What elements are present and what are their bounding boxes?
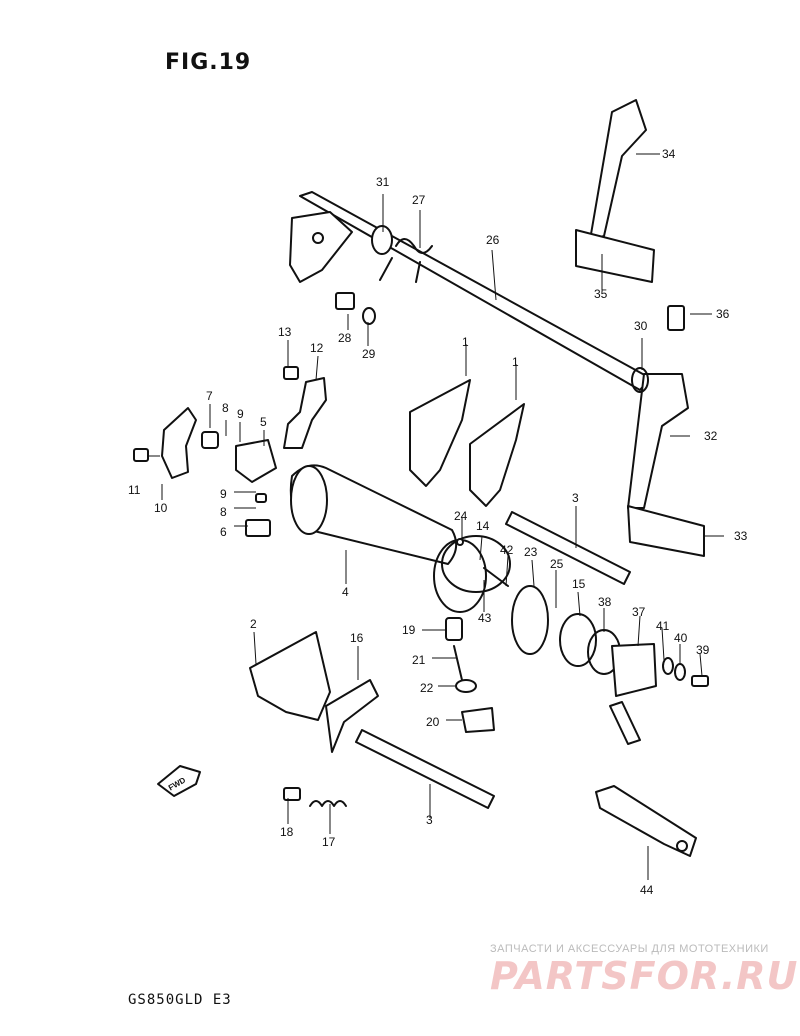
callout-11: 11 xyxy=(128,483,141,497)
callout-7: 7 xyxy=(206,389,213,403)
bolt-18 xyxy=(283,787,301,801)
callout-26: 26 xyxy=(486,233,500,247)
cover-23 xyxy=(511,585,549,655)
pedal-33 xyxy=(627,505,705,557)
callout-32: 32 xyxy=(704,429,718,443)
callout-35: 35 xyxy=(594,287,608,301)
watermark-subtitle: ЗАПЧАСТИ И АКСЕССУАРЫ ДЛЯ МОТОТЕХНИКИ xyxy=(490,943,769,955)
callout-36: 36 xyxy=(716,307,730,321)
drum-plate xyxy=(325,679,379,753)
callout-4: 4 xyxy=(342,585,349,599)
callout-3a: 3 xyxy=(572,491,579,505)
callout-25: 25 xyxy=(550,557,564,571)
neutral-switch xyxy=(445,617,463,641)
lever-32 xyxy=(627,373,689,509)
callout-8a: 8 xyxy=(222,401,229,415)
pedal-35 xyxy=(575,229,655,283)
callout-23: 23 xyxy=(524,545,538,559)
callout-14: 14 xyxy=(476,519,490,533)
callout-33: 33 xyxy=(734,529,748,543)
callout-1b: 1 xyxy=(512,355,519,369)
spring-17 xyxy=(309,800,347,807)
stopper-plate xyxy=(283,377,327,449)
callout-38: 38 xyxy=(598,595,612,609)
shift-fork-2 xyxy=(249,631,331,721)
callout-27: 27 xyxy=(412,193,426,207)
callout-30: 30 xyxy=(634,319,648,333)
callout-44: 44 xyxy=(640,883,654,897)
fork-shaft-upper xyxy=(505,511,631,585)
gear-sector-plate xyxy=(289,211,353,283)
bracket-44 xyxy=(595,785,697,857)
callout-12: 12 xyxy=(310,341,324,355)
circlip-14 xyxy=(441,535,511,593)
plate-6 xyxy=(245,519,271,537)
callout-15: 15 xyxy=(572,577,586,591)
cam-stopper xyxy=(161,407,197,479)
callout-10: 10 xyxy=(154,501,168,515)
return-spring xyxy=(379,238,433,283)
callout-19: 19 xyxy=(402,623,416,637)
bolt-28 xyxy=(335,292,355,310)
callout-1a: 1 xyxy=(462,335,469,349)
o-ring-22 xyxy=(455,679,477,693)
callout-34: 34 xyxy=(662,147,676,161)
callout-28: 28 xyxy=(338,331,352,345)
callout-42: 42 xyxy=(500,543,514,557)
callout-20: 20 xyxy=(426,715,440,729)
callout-18: 18 xyxy=(280,825,294,839)
callout-37: 37 xyxy=(632,605,646,619)
figure-title: FIG.19 xyxy=(165,50,252,75)
callout-5: 5 xyxy=(260,415,267,429)
callout-9b: 9 xyxy=(220,487,227,501)
washer-29 xyxy=(362,307,376,325)
callout-22: 22 xyxy=(420,681,434,695)
shift-fork-1b xyxy=(469,403,525,507)
model-code: GS850GLD E3 xyxy=(128,992,232,1008)
cam-37 xyxy=(611,643,657,697)
pin-7 xyxy=(201,431,219,449)
callout-29: 29 xyxy=(362,347,376,361)
callout-13: 13 xyxy=(278,325,292,339)
callout-8b: 8 xyxy=(220,505,227,519)
watermark-logo: PARTSFOR.RU xyxy=(490,954,799,998)
callout-17: 17 xyxy=(322,835,336,849)
cam-guide xyxy=(235,439,277,483)
callout-43: 43 xyxy=(478,611,492,625)
callout-41: 41 xyxy=(656,619,670,633)
callout-39: 39 xyxy=(696,643,710,657)
callout-2: 2 xyxy=(250,617,257,631)
callout-3b: 3 xyxy=(426,813,433,827)
callout-9a: 9 xyxy=(237,407,244,421)
callout-40: 40 xyxy=(674,631,688,645)
callout-6: 6 xyxy=(220,525,227,539)
shift-fork-1a xyxy=(409,379,471,487)
callout-16: 16 xyxy=(350,631,364,645)
lever-34 xyxy=(589,99,647,241)
callout-31: 31 xyxy=(376,175,390,189)
fork-shaft-lower xyxy=(355,729,495,809)
callout-24: 24 xyxy=(454,509,468,523)
fwd-arrow xyxy=(157,765,201,797)
plug-20 xyxy=(461,707,495,733)
bearing-15 xyxy=(559,613,597,667)
callout-21: 21 xyxy=(412,653,426,667)
